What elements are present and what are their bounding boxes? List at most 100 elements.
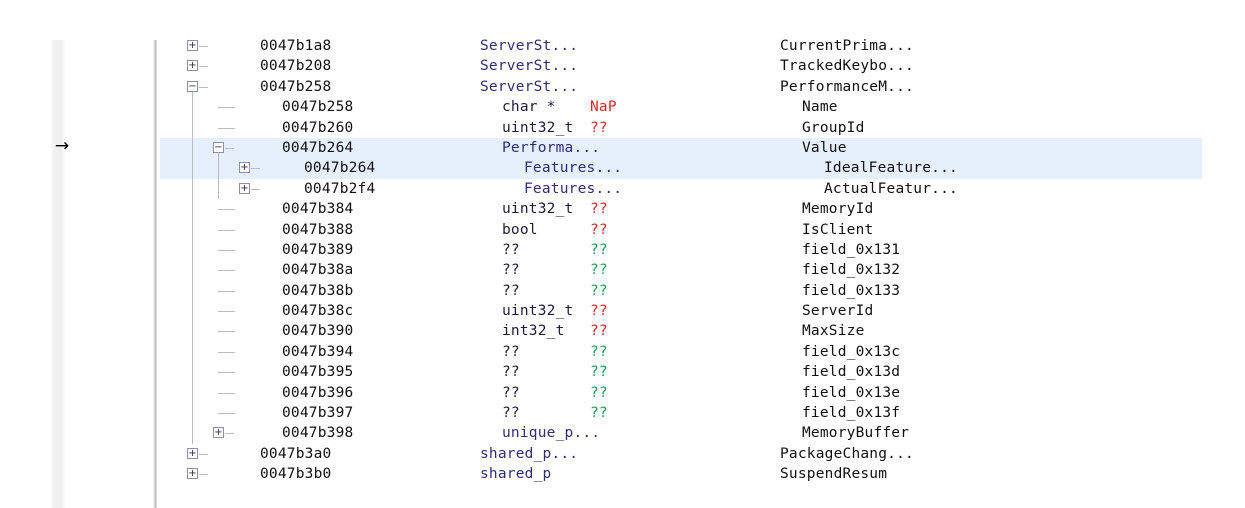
tree-guide-line <box>192 382 193 404</box>
expand-node-icon[interactable]: + <box>187 447 198 459</box>
tree-guide-line <box>192 239 193 261</box>
cell-name: MaxSize <box>802 323 865 340</box>
tree-guide-tick <box>251 188 260 190</box>
tree-row[interactable]: 0047b397????field_0x13f <box>160 403 1245 424</box>
cell-value: ?? <box>590 343 608 360</box>
cell-type: ServerSt... <box>480 58 579 75</box>
cell-address: 0047b3a0 <box>260 445 332 462</box>
tree-guide-tick <box>218 209 235 211</box>
tree-row[interactable]: 0047b396????field_0x13e <box>160 382 1245 404</box>
cell-value: ?? <box>590 201 608 218</box>
cell-name: GroupId <box>802 119 865 136</box>
tree-guide-tick <box>199 66 208 68</box>
cell-value: ?? <box>590 282 608 299</box>
cell-name: field_0x132 <box>802 262 901 279</box>
pane-divider[interactable] <box>153 40 157 508</box>
expand-node-icon[interactable]: + <box>187 60 198 72</box>
cell-name: MemoryBuffer <box>802 425 910 442</box>
tree-guide-line <box>192 403 193 424</box>
cell-name: CurrentPrima... <box>780 38 914 54</box>
tree-guide-tick <box>218 311 235 313</box>
tree-row[interactable]: 0047b395????field_0x13d <box>160 362 1245 383</box>
cell-name: TrackedKeybo... <box>780 58 914 75</box>
cell-type: ?? <box>502 282 520 299</box>
cell-address: 0047b395 <box>282 364 354 381</box>
expand-node-icon[interactable]: + <box>239 162 250 174</box>
cell-address: 0047b384 <box>282 201 354 218</box>
tree-guide-line <box>192 199 193 220</box>
tree-guide-tick <box>218 331 235 333</box>
tree-guide-line <box>192 219 193 240</box>
cell-type: Performa... <box>502 139 601 156</box>
cell-name: field_0x13f <box>802 405 901 422</box>
cell-address: 0047b397 <box>282 405 354 422</box>
cell-value: ?? <box>590 323 608 340</box>
cell-address: 0047b258 <box>260 78 332 95</box>
cell-name: IsClient <box>802 221 874 238</box>
cell-name: PackageChang... <box>780 445 914 462</box>
tree-guide-line <box>218 158 219 179</box>
expand-node-icon[interactable]: + <box>187 40 198 51</box>
cell-address: 0047b258 <box>282 99 354 116</box>
tree-guide-line <box>192 341 193 363</box>
tree-row[interactable]: 0047b389????field_0x131 <box>160 239 1245 261</box>
cell-type: uint32_t <box>502 119 574 136</box>
cell-address: 0047b38c <box>282 303 354 320</box>
tree-guide-tick <box>218 392 235 394</box>
cell-value: ?? <box>590 364 608 381</box>
cell-name: MemoryId <box>802 201 874 218</box>
cell-type: uint32_t <box>502 201 574 218</box>
tree-row[interactable]: 0047b384 uint32_t?? MemoryId <box>160 199 1245 220</box>
tree-guide-tick <box>199 474 208 476</box>
tree-guide-tick <box>218 229 235 231</box>
tree-guide-tick <box>218 107 235 109</box>
tree-row[interactable]: 0047b394????field_0x13c <box>160 341 1245 363</box>
tree-guide-tick <box>218 270 235 272</box>
cell-name: ServerId <box>802 303 874 320</box>
tree-guide-line <box>192 91 193 98</box>
tree-row[interactable]: 0047b38a????field_0x132 <box>160 260 1245 281</box>
cell-name: PerformanceM... <box>780 78 914 95</box>
expand-node-icon[interactable]: + <box>187 468 198 480</box>
cell-name: field_0x133 <box>802 282 901 299</box>
cell-type: int32_t <box>502 323 565 340</box>
cell-value: ?? <box>590 405 608 422</box>
collapse-node-icon[interactable]: − <box>187 80 198 92</box>
tree-guide-tick <box>218 351 235 353</box>
tree-guide-line <box>192 260 193 281</box>
cell-name: SuspendResum <box>780 466 888 483</box>
tree-guide-tick <box>218 249 235 251</box>
cell-address: 0047b38b <box>282 282 354 299</box>
expand-node-icon[interactable]: + <box>213 427 224 439</box>
tree-guide-line <box>192 97 193 118</box>
tree-guide-line <box>192 423 193 444</box>
tree-guide-tick <box>251 168 260 170</box>
cell-value: NaP <box>590 99 617 116</box>
collapse-node-icon[interactable]: − <box>213 141 224 153</box>
tree-row[interactable]: 0047b38b???? field_0x133 <box>160 280 1245 302</box>
tree-guide-tick <box>225 147 234 149</box>
cell-type: shared_p... <box>480 445 579 462</box>
tree-guide-line <box>192 301 193 322</box>
tree-guide-tick <box>218 290 235 292</box>
tree-row[interactable]: +0047b3a0 shared_p... PackageChang... <box>160 444 1245 464</box>
cell-type: bool <box>502 221 538 238</box>
cell-name: field_0x131 <box>802 241 901 258</box>
cell-type: ?? <box>502 241 520 258</box>
expand-node-icon[interactable]: + <box>239 182 250 194</box>
tree-guide-tick <box>218 372 235 374</box>
